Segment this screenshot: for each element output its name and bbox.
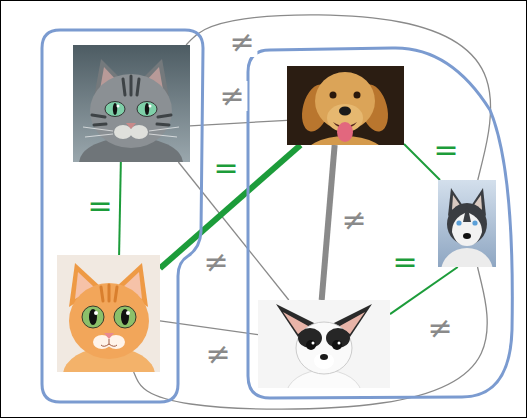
connector-line xyxy=(119,162,121,255)
relation-sign: = xyxy=(430,135,461,165)
relation-sign: ≠ xyxy=(226,27,257,57)
connector-line xyxy=(160,321,258,335)
relation-sign: = xyxy=(389,247,420,277)
photo-image xyxy=(73,45,190,162)
relation-sign: ≠ xyxy=(424,313,455,343)
photo-illustration xyxy=(438,180,496,267)
group-outline xyxy=(40,28,206,406)
relation-sign: = xyxy=(210,153,241,183)
group-outline-path xyxy=(42,30,203,402)
photo-image xyxy=(258,300,390,388)
photo-node xyxy=(73,45,190,162)
relation-sign: ≠ xyxy=(338,205,369,235)
photo-image xyxy=(287,66,404,145)
photo-image xyxy=(57,255,160,372)
photo-illustration xyxy=(287,66,404,145)
photo-node xyxy=(57,255,160,372)
photo-node xyxy=(438,180,496,267)
relation-sign: ≠ xyxy=(202,339,233,369)
relation-sign: = xyxy=(84,191,115,221)
group-outline xyxy=(244,42,518,402)
relation-sign: ≠ xyxy=(200,247,231,277)
photo-node xyxy=(258,300,390,388)
photo-illustration xyxy=(57,255,160,372)
photo-illustration xyxy=(73,45,190,162)
photo-node xyxy=(287,66,404,145)
connector-line xyxy=(322,145,335,300)
photo-illustration xyxy=(258,300,390,388)
connector-line xyxy=(190,120,287,125)
relation-sign: ≠ xyxy=(216,81,247,111)
photo-image xyxy=(438,180,496,267)
